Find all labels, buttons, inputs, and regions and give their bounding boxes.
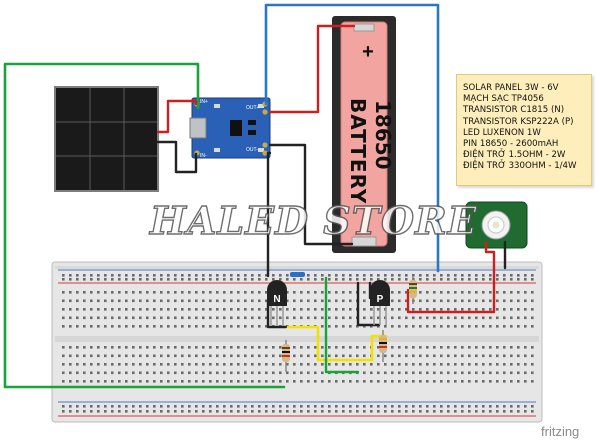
note-line: LED LUXENON 1W (463, 127, 541, 138)
resistor-2 (379, 330, 387, 362)
battery-plus-sign: + (362, 41, 374, 63)
pin-out-plus-label: OUT+ (246, 105, 260, 111)
battery-black-wire (268, 143, 354, 246)
charger-module: IN+ IN- OUT+ OUT- (189, 97, 271, 159)
wires (3, 3, 507, 389)
transistor-pnp: P (370, 280, 390, 325)
npn-black-wire (266, 298, 288, 329)
transistor-npn: N (267, 280, 287, 326)
pin-in-minus-label: IN- (200, 153, 207, 159)
note-line: MẠCH SẠC TP4056 (463, 94, 544, 105)
note-line: TRANSISTOR KSP222A (P) (463, 116, 574, 127)
green-wire (3, 62, 286, 389)
breadboard (51, 261, 543, 423)
out-minus-wire (266, 151, 272, 278)
jumper-part (290, 272, 305, 277)
pin-in-plus-label: IN+ (200, 99, 208, 105)
npn-label: N (273, 294, 280, 305)
fritzing-brand: fritzing (541, 424, 580, 439)
watermark-text: HALED STORE (149, 197, 478, 243)
resistor-1 (282, 340, 290, 372)
note-line: TRANSISTOR C1815 (N) (463, 105, 565, 116)
resistor-3 (409, 276, 417, 304)
battery-red-wire (268, 24, 356, 114)
led-luxeon (465, 201, 528, 249)
note-line: PIN 18650 - 2600mAH (463, 139, 559, 150)
green-short-wire (324, 276, 360, 374)
yellow-wire (286, 325, 388, 362)
note-line: ĐIỆN TRỞ 1.5OHM - 2W (463, 150, 566, 161)
solar-panel (54, 86, 159, 192)
solar-red-wire (156, 99, 198, 134)
pnp-label: P (377, 294, 384, 305)
battery-label-18650: 18650 (371, 100, 395, 170)
battery-label-text: BATTERY (346, 98, 370, 204)
note-line: SOLAR PANEL 3W - 6V (463, 83, 559, 93)
pnp-black-wire (356, 281, 381, 327)
battery-18650: + 18650 BATTERY (332, 16, 396, 253)
led-red-wire (406, 240, 496, 314)
blue-wire (264, 3, 440, 273)
pin-out-minus-label: OUT- (246, 147, 258, 153)
note-line: ĐIỆN TRỞ 330OHM - 1/4W (463, 161, 577, 172)
solar-black-wire (156, 140, 198, 174)
